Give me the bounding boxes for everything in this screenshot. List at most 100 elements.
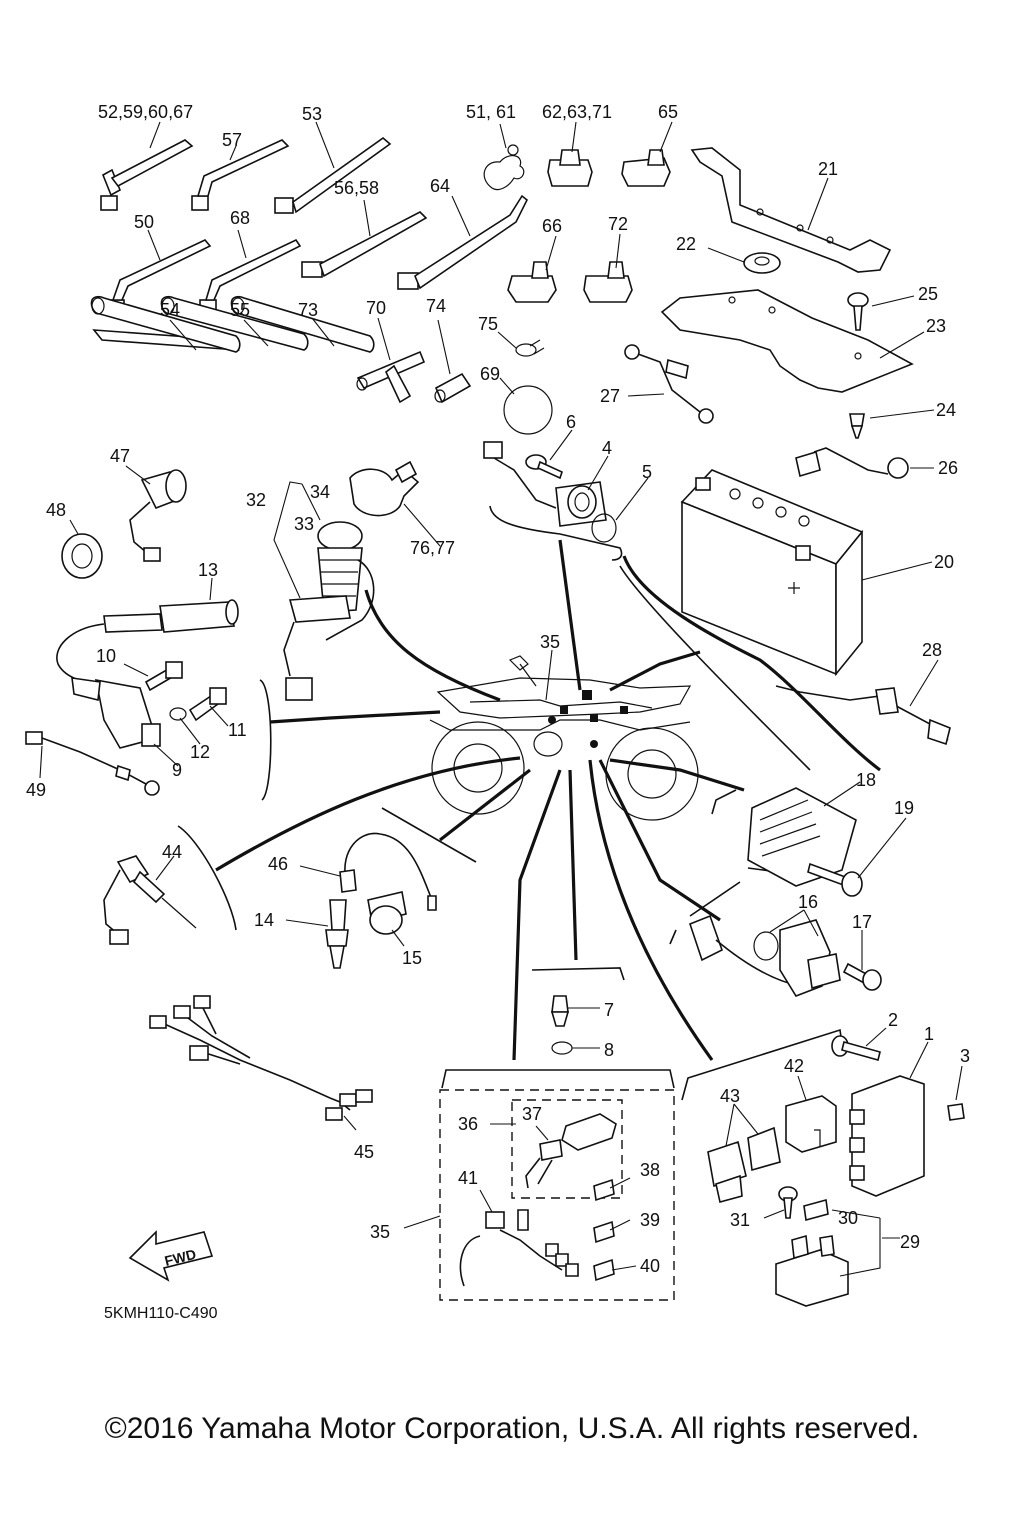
callout-label: 55 bbox=[230, 300, 250, 320]
tube-54-visible-sleeve bbox=[90, 295, 241, 353]
joint-70 bbox=[356, 350, 426, 404]
callout-label: 17 bbox=[852, 912, 872, 932]
callout-label: 24 bbox=[936, 400, 956, 420]
callout-label: 36 bbox=[458, 1114, 478, 1134]
callout-label: 18 bbox=[856, 770, 876, 790]
callout-label: 41 bbox=[458, 1168, 478, 1188]
callout-label: 9 bbox=[172, 760, 182, 780]
callout-label: 70 bbox=[366, 298, 386, 318]
drawing-code: 5KMH110-C490 bbox=[104, 1305, 218, 1322]
callout-label: 68 bbox=[230, 208, 250, 228]
callout-label: 8 bbox=[604, 1040, 614, 1060]
cable-tie-52-59-60-67 bbox=[100, 139, 194, 211]
ground-lead-27 bbox=[624, 344, 714, 424]
callout-label: 23 bbox=[926, 316, 946, 336]
cable-tie-56-58 bbox=[301, 211, 428, 278]
wire-harness-45 bbox=[149, 995, 373, 1121]
battery-cover-23 bbox=[660, 289, 914, 393]
fwd-label: FWD bbox=[163, 1246, 198, 1269]
battery-lead-26 bbox=[795, 447, 909, 479]
lead-49 bbox=[25, 731, 160, 796]
clip-51-61 bbox=[483, 144, 525, 191]
connector-6-lead bbox=[483, 441, 557, 509]
callout-label: 7 bbox=[604, 1000, 614, 1020]
callout-label: 35 bbox=[370, 1222, 390, 1242]
bolt-19 bbox=[807, 862, 863, 897]
callout-label: 26 bbox=[938, 458, 958, 478]
tube-73 bbox=[230, 295, 375, 353]
callout-label: 52,59,60,67 bbox=[98, 102, 193, 122]
callout-label: 75 bbox=[478, 314, 498, 334]
bolt-17 bbox=[842, 962, 882, 991]
bolt-10 bbox=[144, 661, 183, 692]
relay-42 bbox=[785, 1095, 837, 1153]
callout-label: 22 bbox=[676, 234, 696, 254]
callout-label: 64 bbox=[430, 176, 450, 196]
callout-label: 73 bbox=[298, 300, 318, 320]
lead-46 bbox=[339, 832, 437, 911]
rectifier-regulator-18 bbox=[747, 787, 857, 887]
leader-wires bbox=[215, 539, 881, 1061]
callout-label: 4 bbox=[602, 438, 612, 458]
clip-62-63-71 bbox=[547, 149, 593, 187]
tube-55 bbox=[160, 295, 309, 351]
sensor-4 bbox=[555, 481, 607, 527]
callout-label: 40 bbox=[640, 1256, 660, 1276]
connector-41 bbox=[459, 1209, 579, 1287]
main-switch-33 bbox=[283, 521, 363, 701]
screw-25 bbox=[847, 292, 869, 331]
callout-label: 6 bbox=[566, 412, 576, 432]
ignition-coil-9 bbox=[71, 677, 161, 749]
callout-label: 57 bbox=[222, 130, 242, 150]
clip-75 bbox=[515, 339, 545, 357]
battery-20 bbox=[680, 469, 864, 677]
washer-8 bbox=[551, 1041, 573, 1055]
callout-label: 2 bbox=[888, 1010, 898, 1030]
callout-label: 46 bbox=[268, 854, 288, 874]
unit-37 bbox=[525, 1113, 617, 1189]
socket-47 bbox=[129, 469, 187, 562]
callout-label: 10 bbox=[96, 646, 116, 666]
cable-tie-53 bbox=[274, 136, 392, 214]
callout-label: 35 bbox=[540, 632, 560, 652]
callout-label: 16 bbox=[798, 892, 818, 912]
callout-label: 65 bbox=[658, 102, 678, 122]
callout-label: 48 bbox=[46, 500, 66, 520]
fuses-38-39-40 bbox=[593, 1178, 615, 1282]
callout-label: 51, 61 bbox=[466, 102, 516, 122]
switch-44 bbox=[103, 855, 197, 945]
callout-label: 31 bbox=[730, 1210, 750, 1230]
callout-label: 69 bbox=[480, 364, 500, 384]
joint-74 bbox=[434, 372, 472, 404]
callout-label: 30 bbox=[838, 1208, 858, 1228]
callout-label: 66 bbox=[542, 216, 562, 236]
fastener-24 bbox=[849, 413, 865, 439]
bolt-6 bbox=[525, 454, 563, 480]
callout-label: 20 bbox=[934, 552, 954, 572]
spark-plug-14 bbox=[325, 899, 349, 969]
callout-label: 21 bbox=[818, 159, 838, 179]
callout-label: 39 bbox=[640, 1210, 660, 1230]
clip-66 bbox=[507, 261, 557, 303]
callout-label: 15 bbox=[402, 948, 422, 968]
callout-leaders bbox=[39, 121, 963, 1277]
callout-label: 74 bbox=[426, 296, 446, 316]
callout-label: 32 bbox=[246, 490, 266, 510]
callout-label: 14 bbox=[254, 910, 274, 930]
callout-label: 49 bbox=[26, 780, 46, 800]
callout-label: 44 bbox=[162, 842, 182, 862]
cdi-unit-1 bbox=[849, 1075, 925, 1197]
bolt-11 bbox=[188, 687, 227, 722]
callout-label: 38 bbox=[640, 1160, 660, 1180]
callout-label: 54 bbox=[160, 300, 180, 320]
callout-label: 34 bbox=[310, 482, 330, 502]
callout-label: 13 bbox=[198, 560, 218, 580]
callout-label: 45 bbox=[354, 1142, 374, 1162]
damper-22 bbox=[743, 252, 781, 274]
cable-28 bbox=[775, 685, 951, 746]
atv-vehicle bbox=[429, 655, 699, 821]
callout-label: 33 bbox=[294, 514, 314, 534]
fwd-arrow-icon: FWD bbox=[128, 1230, 214, 1282]
callout-label: 19 bbox=[894, 798, 914, 818]
